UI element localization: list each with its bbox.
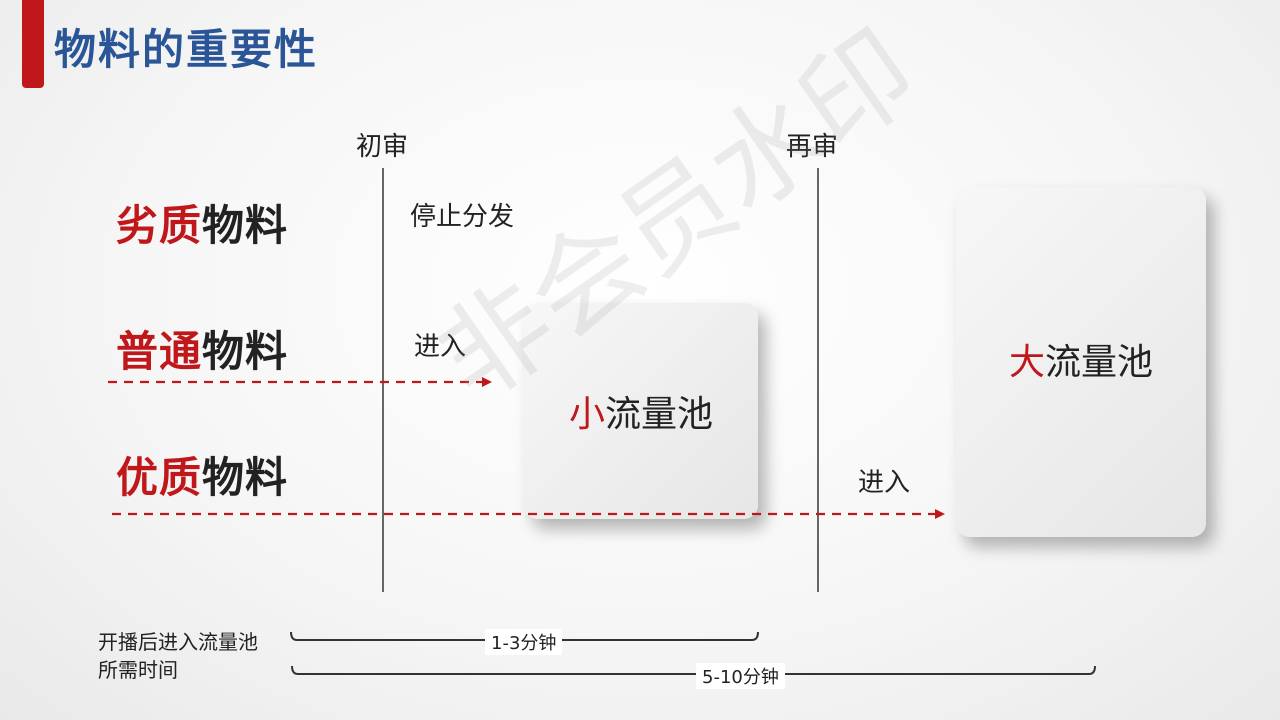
small-pool-noun: 流量池 — [605, 394, 714, 435]
small-pool-label: 小流量池 — [569, 385, 713, 437]
stage-label-second-review: 再审 — [786, 132, 839, 162]
second-review-line — [817, 168, 819, 592]
timing-label-line2: 所需时间 — [98, 658, 178, 682]
note-enter-large-pool: 进入 — [858, 468, 911, 498]
material-poor-noun: 物料 — [202, 201, 289, 250]
timing-label-line1: 开播后进入流量池 — [98, 630, 258, 654]
material-normal-noun: 物料 — [202, 327, 289, 376]
title-accent-bar — [22, 0, 44, 88]
long-duration-bracket — [291, 665, 1096, 675]
material-poor-quality: 劣质 — [116, 201, 203, 250]
duration-long: 5-10分钟 — [696, 663, 785, 689]
material-quality: 优质物料 — [116, 444, 288, 505]
large-pool-size-word: 大 — [1008, 342, 1045, 383]
small-pool-size-word: 小 — [568, 394, 605, 435]
material-normal: 普通物料 — [116, 318, 288, 379]
large-pool-noun: 流量池 — [1045, 342, 1154, 383]
material-poor: 劣质物料 — [116, 192, 288, 253]
page-title: 物料的重要性 — [54, 25, 319, 74]
normal-material-arrow — [108, 377, 492, 387]
quality-material-arrow — [112, 509, 945, 519]
stage-label-initial-review: 初审 — [356, 132, 409, 162]
duration-short: 1-3分钟 — [485, 629, 563, 655]
note-enter-small-pool: 进入 — [414, 332, 467, 362]
small-traffic-pool: 小流量池 — [524, 303, 758, 519]
initial-review-line — [382, 168, 384, 592]
large-traffic-pool: 大流量池 — [956, 187, 1206, 537]
large-pool-label: 大流量池 — [1009, 333, 1153, 385]
material-normal-quality: 普通 — [116, 327, 203, 376]
material-quality-quality: 优质 — [116, 453, 203, 502]
note-stop-distribution: 停止分发 — [410, 202, 515, 232]
material-quality-noun: 物料 — [202, 453, 289, 502]
